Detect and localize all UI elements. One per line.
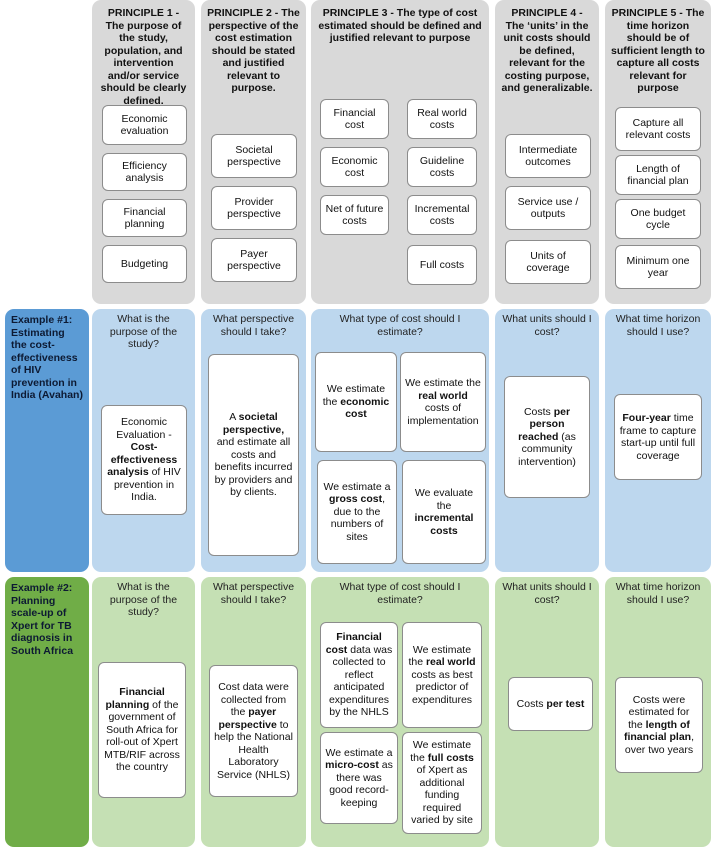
- principle-4-item: Service use / outputs: [505, 186, 591, 230]
- purpose-question: What is the purpose of the study?: [109, 313, 178, 350]
- example-2-cost-box: We estimate the full costs of Xpert as a…: [402, 732, 482, 834]
- units-question: What units should I cost?: [502, 581, 592, 606]
- example-1-time-box: Four-year time frame to capture start-up…: [614, 394, 702, 480]
- principle-5-panel: PRINCIPLE 5 - The time horizon should be…: [605, 0, 711, 304]
- example-2-cost-box: We estimate a micro-cost as there was go…: [320, 732, 398, 824]
- example-2-time-panel: What time horizon should I use? Costs we…: [605, 577, 711, 847]
- principle-2-panel: PRINCIPLE 2 - The perspective of the cos…: [201, 0, 306, 304]
- principle-4-panel: PRINCIPLE 4 - The ‘units’ in the unit co…: [495, 0, 599, 304]
- cost-question: What type of cost should I estimate?: [339, 581, 461, 606]
- example-1-purpose-box: Economic Evaluation - Cost-effectiveness…: [101, 405, 187, 515]
- example-2-time-box: Costs were estimated for the length of f…: [615, 677, 703, 773]
- principle-1-item: Economic evaluation: [102, 105, 187, 145]
- example-2-label: Example #2: Planning scale-up of Xpert f…: [5, 577, 89, 847]
- time-question: What time horizon should I use?: [615, 581, 701, 606]
- time-question: What time horizon should I use?: [615, 313, 701, 338]
- example-1-cost-box: We evaluate the incremental costs: [402, 460, 486, 564]
- example-1-cost-box: We estimate a gross cost, due to the num…: [317, 460, 397, 564]
- principle-4-item: Intermediate outcomes: [505, 134, 591, 178]
- principle-3-item: Incremental costs: [407, 195, 477, 235]
- perspective-question: What perspective should I take?: [212, 313, 295, 338]
- principle-2-heading: PRINCIPLE 2 - The perspective of the cos…: [207, 7, 300, 94]
- principle-2-item: Payer perspective: [211, 238, 297, 282]
- principle-1-item: Financial planning: [102, 199, 187, 237]
- example-2-units-box: Costs per test: [508, 677, 593, 731]
- example-1-cost-panel: What type of cost should I estimate? We …: [311, 309, 489, 572]
- perspective-question: What perspective should I take?: [212, 581, 295, 606]
- principle-4-item: Units of coverage: [505, 240, 591, 284]
- principle-3-panel: PRINCIPLE 3 - The type of cost estimated…: [311, 0, 489, 304]
- principle-1-item: Efficiency analysis: [102, 153, 187, 191]
- principle-1-item: Budgeting: [102, 245, 187, 283]
- principle-5-item: Length of financial plan: [615, 155, 701, 195]
- example-2-purpose-box: Financial planning of the government of …: [98, 662, 186, 798]
- example-2-units-panel: What units should I cost? Costs per test: [495, 577, 599, 847]
- principle-5-item: One budget cycle: [615, 199, 701, 239]
- principle-3-heading: PRINCIPLE 3 - The type of cost estimated…: [318, 7, 482, 44]
- principle-3-item: Real world costs: [407, 99, 477, 139]
- principle-3-item: Net of future costs: [320, 195, 389, 235]
- cost-question: What type of cost should I estimate?: [339, 313, 461, 338]
- example-1-units-panel: What units should I cost? Costs per pers…: [495, 309, 599, 572]
- principle-2-item: Societal perspective: [211, 134, 297, 178]
- example-2-cost-box: Financial cost data was collected to ref…: [320, 622, 398, 728]
- principle-3-item: Economic cost: [320, 147, 389, 187]
- example-2-cost-panel: What type of cost should I estimate? Fin…: [311, 577, 489, 847]
- example-1-cost-box: We estimate the economic cost: [315, 352, 397, 452]
- purpose-question: What is the purpose of the study?: [109, 581, 178, 618]
- principle-2-item: Provider perspective: [211, 186, 297, 230]
- principle-5-heading: PRINCIPLE 5 - The time horizon should be…: [611, 7, 705, 94]
- example-1-time-panel: What time horizon should I use? Four-yea…: [605, 309, 711, 572]
- principle-3-item: Financial cost: [320, 99, 389, 139]
- principle-3-item: Guideline costs: [407, 147, 477, 187]
- principle-4-heading: PRINCIPLE 4 - The ‘units’ in the unit co…: [501, 7, 593, 94]
- example-2-purpose-panel: What is the purpose of the study? Financ…: [92, 577, 195, 847]
- example-1-units-box: Costs per person reached (as community i…: [504, 376, 590, 498]
- example-2-cost-box: We estimate the real world costs as best…: [402, 622, 482, 728]
- example-1-label: Example #1: Estimating the cost-effectiv…: [5, 309, 89, 572]
- example-1-cost-box: We estimate the real world costs of impl…: [400, 352, 486, 452]
- principle-5-item: Capture all relevant costs: [615, 107, 701, 151]
- principle-3-item: Full costs: [407, 245, 477, 285]
- example-2-perspective-panel: What perspective should I take? Cost dat…: [201, 577, 306, 847]
- units-question: What units should I cost?: [502, 313, 592, 338]
- example-2-perspective-box: Cost data were collected from the payer …: [209, 665, 298, 797]
- principle-1-panel: PRINCIPLE 1 - The purpose of the study, …: [92, 0, 195, 304]
- example-1-perspective-box: A societal perspective, and estimate all…: [208, 354, 299, 556]
- principle-1-heading: PRINCIPLE 1 - The purpose of the study, …: [100, 7, 187, 107]
- example-1-perspective-panel: What perspective should I take? A societ…: [201, 309, 306, 572]
- principle-5-item: Minimum one year: [615, 245, 701, 289]
- example-1-purpose-panel: What is the purpose of the study? Econom…: [92, 309, 195, 572]
